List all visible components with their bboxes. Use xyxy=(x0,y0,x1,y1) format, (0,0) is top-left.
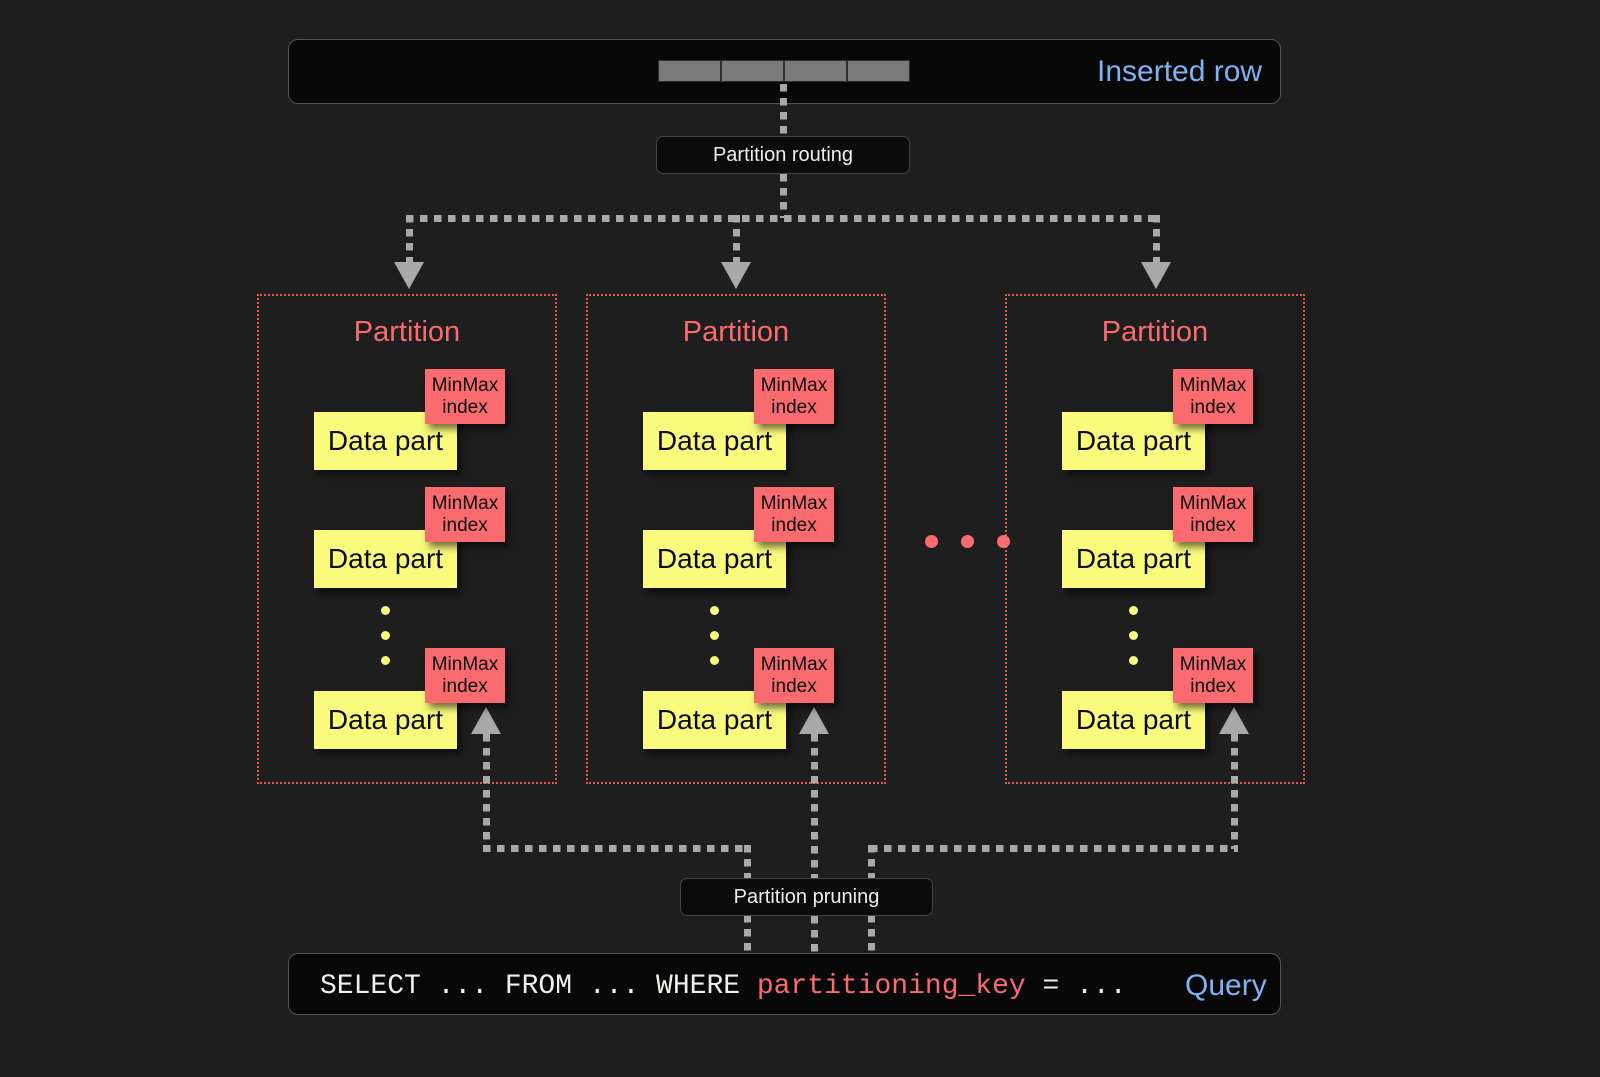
connector-to-partition-3 xyxy=(1153,215,1160,265)
data-part-box: Data part xyxy=(1062,530,1205,588)
connector-to-partition-1 xyxy=(406,215,413,265)
ellipsis-dot xyxy=(381,656,390,665)
connector-row-to-routing xyxy=(780,84,787,138)
data-part-ellipsis xyxy=(381,606,390,681)
minmax-index-box: MinMax index xyxy=(1173,648,1253,703)
minmax-index-label: MinMax index xyxy=(432,654,499,697)
minmax-index-label: MinMax index xyxy=(1180,493,1247,536)
inserted-row-cells xyxy=(658,60,910,82)
ellipsis-dot xyxy=(997,535,1010,548)
minmax-line-1: MinMax xyxy=(431,375,499,397)
partition-pruning-box[interactable]: Partition pruning xyxy=(680,878,933,916)
row-cell xyxy=(721,60,784,82)
minmax-index-label: MinMax index xyxy=(761,375,828,418)
minmax-index-label: MinMax index xyxy=(432,375,499,418)
connector-fanout-bus xyxy=(406,215,1160,222)
query-suffix: = ... xyxy=(1025,971,1127,1002)
query-partitioning-key: partitioning_key xyxy=(756,971,1026,1002)
minmax-index-box: MinMax index xyxy=(1173,487,1253,542)
query-prefix: SELECT ... FROM ... WHERE xyxy=(320,971,757,1002)
data-part-box: Data part xyxy=(1062,691,1205,749)
ellipsis-dot xyxy=(1129,606,1138,615)
minmax-index-box: MinMax index xyxy=(754,648,834,703)
minmax-index-label: MinMax index xyxy=(432,493,499,536)
query-label: Query xyxy=(1185,969,1267,1002)
connector-prune-bus-left xyxy=(483,845,751,852)
row-cell xyxy=(784,60,847,82)
minmax-line-1: MinMax xyxy=(1179,493,1247,515)
minmax-line-2: index xyxy=(771,514,817,536)
connector-prune-up-1 xyxy=(483,734,490,849)
minmax-line-1: MinMax xyxy=(431,493,499,515)
partition-title: Partition xyxy=(353,316,461,348)
arrow-prune-to-partition-1 xyxy=(471,707,501,734)
query-bar xyxy=(288,953,1281,1015)
ellipsis-dot xyxy=(1129,631,1138,640)
minmax-line-2: index xyxy=(1190,675,1236,697)
connector-routing-down xyxy=(780,174,787,218)
ellipsis-dot xyxy=(381,631,390,640)
minmax-line-1: MinMax xyxy=(1179,375,1247,397)
minmax-line-1: MinMax xyxy=(760,375,828,397)
data-part-ellipsis xyxy=(710,606,719,681)
minmax-index-label: MinMax index xyxy=(1180,375,1247,418)
minmax-index-box: MinMax index xyxy=(754,487,834,542)
partition-box-2: Partition xyxy=(586,294,886,784)
minmax-line-2: index xyxy=(771,675,817,697)
data-part-ellipsis xyxy=(1129,606,1138,681)
connector-prune-up-3 xyxy=(1231,734,1238,849)
minmax-index-label: MinMax index xyxy=(761,654,828,697)
ellipsis-dot xyxy=(710,656,719,665)
arrow-to-partition-2 xyxy=(721,262,751,289)
ellipsis-dot xyxy=(381,606,390,615)
connector-prune-bus-right xyxy=(870,845,1238,852)
minmax-index-box: MinMax index xyxy=(425,648,505,703)
partition-box-1: Partition xyxy=(257,294,557,784)
partition-title: Partition xyxy=(682,316,790,348)
data-part-box: Data part xyxy=(314,412,457,470)
ellipsis-dot xyxy=(925,535,938,548)
ellipsis-dot xyxy=(961,535,974,548)
row-cell xyxy=(658,60,721,82)
arrow-to-partition-3 xyxy=(1141,262,1171,289)
minmax-index-label: MinMax index xyxy=(1180,654,1247,697)
row-cell xyxy=(847,60,910,82)
arrow-to-partition-1 xyxy=(394,262,424,289)
minmax-index-box: MinMax index xyxy=(425,487,505,542)
partition-title: Partition xyxy=(1101,316,1209,348)
minmax-index-box: MinMax index xyxy=(1173,369,1253,424)
partition-routing-box[interactable]: Partition routing xyxy=(656,136,910,174)
minmax-line-1: MinMax xyxy=(760,654,828,676)
minmax-line-2: index xyxy=(442,514,488,536)
arrow-prune-to-partition-2 xyxy=(799,707,829,734)
ellipsis-dot xyxy=(1129,656,1138,665)
inserted-row-label: Inserted row xyxy=(1097,55,1263,88)
partition-ellipsis xyxy=(925,535,1033,548)
minmax-index-box: MinMax index xyxy=(425,369,505,424)
minmax-line-2: index xyxy=(1190,396,1236,418)
minmax-line-2: index xyxy=(771,396,817,418)
ellipsis-dot xyxy=(710,631,719,640)
minmax-index-box: MinMax index xyxy=(754,369,834,424)
arrow-prune-to-partition-3 xyxy=(1219,707,1249,734)
minmax-index-label: MinMax index xyxy=(761,493,828,536)
connector-prune-up-2 xyxy=(811,734,818,956)
minmax-line-1: MinMax xyxy=(760,493,828,515)
minmax-line-2: index xyxy=(442,675,488,697)
minmax-line-2: index xyxy=(442,396,488,418)
ellipsis-dot xyxy=(710,606,719,615)
query-text: SELECT ... FROM ... WHERE partitioning_k… xyxy=(320,971,1127,1002)
minmax-line-2: index xyxy=(1190,514,1236,536)
minmax-line-1: MinMax xyxy=(1179,654,1247,676)
connector-to-partition-2 xyxy=(733,215,740,265)
minmax-line-1: MinMax xyxy=(431,654,499,676)
